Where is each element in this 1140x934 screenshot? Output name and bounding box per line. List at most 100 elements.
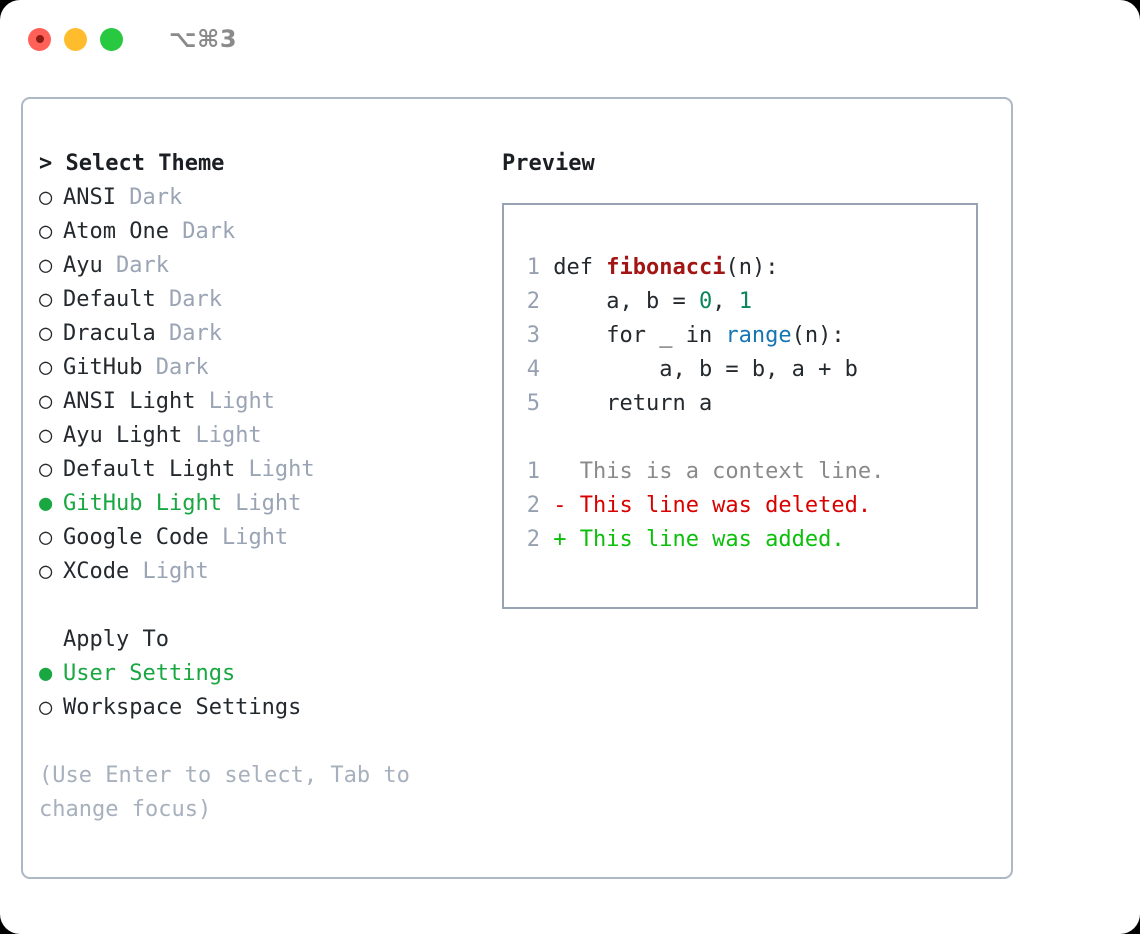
code-token-plain: a, b = xyxy=(540,289,699,314)
diff-line-del: 2 - This line was deleted. xyxy=(518,489,884,523)
radio-unselected-icon: ○ xyxy=(39,525,53,550)
theme-item-github-light[interactable]: ● GitHub Light Light xyxy=(39,487,489,521)
theme-item-dracula[interactable]: ○ Dracula Dark xyxy=(39,317,489,351)
theme-item-label: Atom One xyxy=(63,219,183,244)
theme-item-ayu[interactable]: ○ Ayu Dark xyxy=(39,249,489,283)
diff-line-ctx: 1 This is a context line. xyxy=(518,455,885,489)
code-token-plain: (n): xyxy=(725,255,779,280)
apply-to-item-user-settings[interactable]: ● User Settings xyxy=(39,657,489,691)
apply-to-header: Apply To xyxy=(63,627,169,652)
radio-unselected-icon: ○ xyxy=(39,559,53,584)
code-token-call: range xyxy=(725,323,792,348)
theme-item-variant-tag: Dark xyxy=(115,253,169,278)
radio-unselected-icon: ○ xyxy=(39,287,53,312)
code-token-fn: fibonacci xyxy=(606,255,726,280)
code-token-plain: (n): xyxy=(791,323,845,348)
code-line-number: 2 xyxy=(526,289,540,314)
theme-item-variant-tag: Light xyxy=(142,559,209,584)
radio-unselected-icon: ○ xyxy=(39,321,53,346)
theme-item-variant-tag: Dark xyxy=(155,355,209,380)
diff-line-add: 2 + This line was added. xyxy=(518,523,884,557)
theme-item-ansi-light[interactable]: ○ ANSI Light Light xyxy=(39,385,489,419)
code-line: 1 def fibonacci(n): xyxy=(518,251,884,285)
radio-unselected-icon: ○ xyxy=(39,355,53,380)
code-line-number: 4 xyxy=(526,357,540,382)
code-line: 5 return a xyxy=(518,387,884,421)
theme-item-xcode[interactable]: ○ XCode Light xyxy=(39,555,489,589)
diff-line-text: + This line was added. xyxy=(540,527,845,552)
radio-unselected-icon: ○ xyxy=(39,253,53,278)
code-line-number: 5 xyxy=(526,391,540,416)
theme-item-label: GitHub Light xyxy=(63,491,236,516)
theme-item-label: Dracula xyxy=(63,321,169,346)
radio-unselected-icon: ○ xyxy=(39,219,53,244)
title-bar: ⌥⌘3 xyxy=(0,0,1140,78)
apply-to-item-label: Workspace Settings xyxy=(63,695,302,720)
diff-line-text: - This line was deleted. xyxy=(540,493,872,518)
radio-selected-icon: ● xyxy=(39,491,53,516)
main-card: > Select Theme ○ANSI Dark○Atom One Dark○… xyxy=(21,97,1013,879)
code-line: 2 a, b = 0, 1 xyxy=(518,285,884,319)
radio-unselected-icon: ○ xyxy=(39,389,53,414)
theme-item-label: Default xyxy=(63,287,169,312)
content-columns: > Select Theme ○ANSI Dark○Atom One Dark○… xyxy=(23,99,1011,877)
theme-list: ○ ANSI Dark ○ Atom One Dark ○ Ayu Dark ○ Defaul… xyxy=(39,181,489,589)
theme-item-label: Ayu Light xyxy=(63,423,196,448)
theme-item-ansi[interactable]: ○ANSI Dark xyxy=(39,181,489,215)
apply-to-list: ● User Settings ○ Workspace Settings xyxy=(39,657,489,725)
radio-selected-icon: ● xyxy=(39,661,53,686)
minimize-window-icon[interactable] xyxy=(64,27,87,51)
theme-item-google-code[interactable]: ○ Google Code Light xyxy=(39,521,489,555)
apply-to-item-label: User Settings xyxy=(63,661,236,686)
radio-unselected-icon: ○ xyxy=(39,423,53,448)
theme-item-variant-tag: Light xyxy=(221,525,289,550)
code-token-plain: def xyxy=(540,255,607,280)
radio-unselected-icon: ○ xyxy=(39,695,53,720)
diff-line-number: 2 xyxy=(526,527,540,552)
keyboard-shortcut-label: ⌥⌘3 xyxy=(169,25,238,53)
maximize-window-icon[interactable] xyxy=(100,27,123,51)
theme-item-label: Default Light xyxy=(63,457,249,482)
theme-item-variant-tag: Light xyxy=(195,423,262,448)
theme-item-label: GitHub xyxy=(63,355,156,380)
code-token-num: 0 xyxy=(698,289,713,314)
radio-unselected-icon: ○ xyxy=(39,457,53,482)
code-blank-line xyxy=(518,421,884,455)
code-token-plain: for _ in xyxy=(540,323,726,348)
theme-item-variant-tag: Dark xyxy=(168,287,222,312)
theme-item-variant-tag: Light xyxy=(235,491,302,516)
code-token-num: 1 xyxy=(738,289,752,314)
theme-item-label: Google Code xyxy=(63,525,222,550)
theme-item-variant-tag: Dark xyxy=(168,321,222,346)
theme-item-label: XCode xyxy=(63,559,143,584)
keyboard-hint: (Use Enter to select, Tab to change focu… xyxy=(39,763,410,822)
code-line: 4 a, b = b, a + b xyxy=(518,353,884,387)
traffic-light-group xyxy=(28,27,123,51)
diff-line-number: 2 xyxy=(526,493,540,518)
theme-item-default-light[interactable]: ○ Default Light Light xyxy=(39,453,489,487)
theme-item-variant-tag: Light xyxy=(248,457,315,482)
apply-to-item-workspace-settings[interactable]: ○ Workspace Settings xyxy=(39,691,489,725)
code-line-number: 1 xyxy=(526,255,540,280)
code-token-plain: a, b = b, a + b xyxy=(540,357,858,382)
theme-item-atom-one[interactable]: ○Atom One Dark xyxy=(39,215,489,249)
preview-panel: Preview 1 def fibonacci(n):2 a, b = 0, 1… xyxy=(502,147,992,609)
close-window-icon[interactable] xyxy=(28,27,51,51)
theme-item-variant-tag: Light xyxy=(208,389,275,414)
diff-line-number: 1 xyxy=(526,459,540,484)
code-token-plain: , xyxy=(712,289,739,314)
code-line-number: 3 xyxy=(526,323,540,348)
code-token-plain: return a xyxy=(540,391,713,416)
list-spacer xyxy=(39,589,489,623)
preview-header: Preview xyxy=(502,151,595,176)
theme-item-label: Ayu xyxy=(63,253,116,278)
theme-item-default[interactable]: ○ Default Dark xyxy=(39,283,489,317)
radio-unselected-icon: ○ xyxy=(39,185,53,210)
theme-item-ayu-light[interactable]: ○ Ayu Light Light xyxy=(39,419,489,453)
theme-item-label: ANSI Light xyxy=(63,389,209,414)
theme-item-github[interactable]: ○ GitHub Dark xyxy=(39,351,489,385)
theme-item-label: ANSI xyxy=(63,185,130,210)
select-theme-header: > Select Theme xyxy=(39,151,225,176)
